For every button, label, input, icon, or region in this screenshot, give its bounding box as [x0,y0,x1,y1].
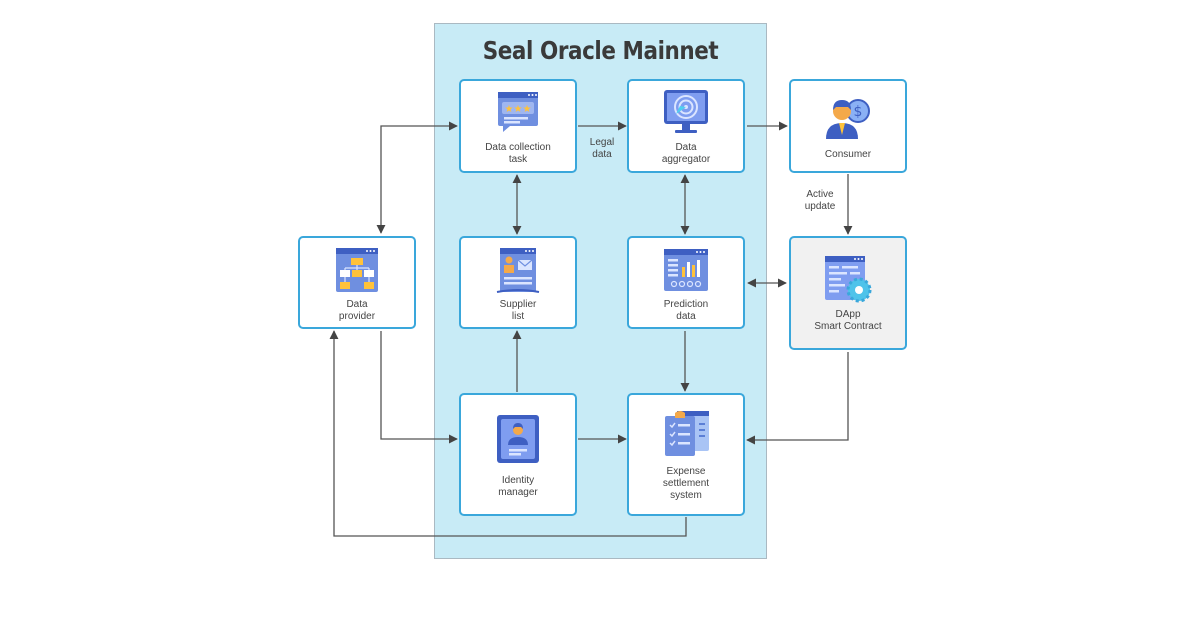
svg-text:$: $ [854,104,863,120]
node-label: Supplier list [499,299,537,322]
radar-monitor-icon [664,90,708,133]
node-supplier-list[interactable]: Supplier list [459,236,577,329]
node-label: Identity manager [498,475,538,498]
node-label: Consumer [824,149,872,160]
id-card-icon [497,415,539,463]
node-label: DApp Smart Contract [814,309,882,332]
code-gear-icon [825,256,872,303]
diagram-title: Seal Oracle Mainnet [482,36,719,65]
dashboard-chart-icon [664,249,708,291]
node-label: Data aggregator [661,142,711,165]
node-dapp-smart-contract[interactable]: DApp Smart Contract [789,236,907,350]
flowchart-window-icon [336,248,378,292]
node-expense-settlement[interactable]: Expense settlement system [627,393,745,516]
review-stars-icon: ★★★ [498,92,538,132]
node-label: Data collection task [485,142,551,165]
node-label: Data provider [338,299,376,322]
node-data-aggregator[interactable]: Data aggregator [627,79,745,173]
edge-expense-provider [329,330,687,537]
node-identity-manager[interactable]: Identity manager [459,393,577,516]
checklist-clipboard-icon [665,411,709,456]
node-data-provider[interactable]: Data provider [298,236,416,329]
edge-provider-collection [376,121,458,234]
edge-dapp-expense [746,352,849,445]
edge-provider-identity [380,331,458,444]
node-consumer[interactable]: $ Consumer [789,79,907,173]
node-prediction-data[interactable]: Prediction data [627,236,745,329]
node-label: Expense settlement system [662,466,710,501]
edge-label-active-update: Active update [804,189,836,212]
edge-label-legal-data: Legal data [589,137,615,160]
node-label: Prediction data [663,299,709,322]
node-data-collection-task[interactable]: ★★★ Data collection task [459,79,577,173]
svg-text:★★★: ★★★ [505,104,532,115]
person-dollar-icon: $ [826,99,870,139]
contact-document-icon [496,248,540,293]
